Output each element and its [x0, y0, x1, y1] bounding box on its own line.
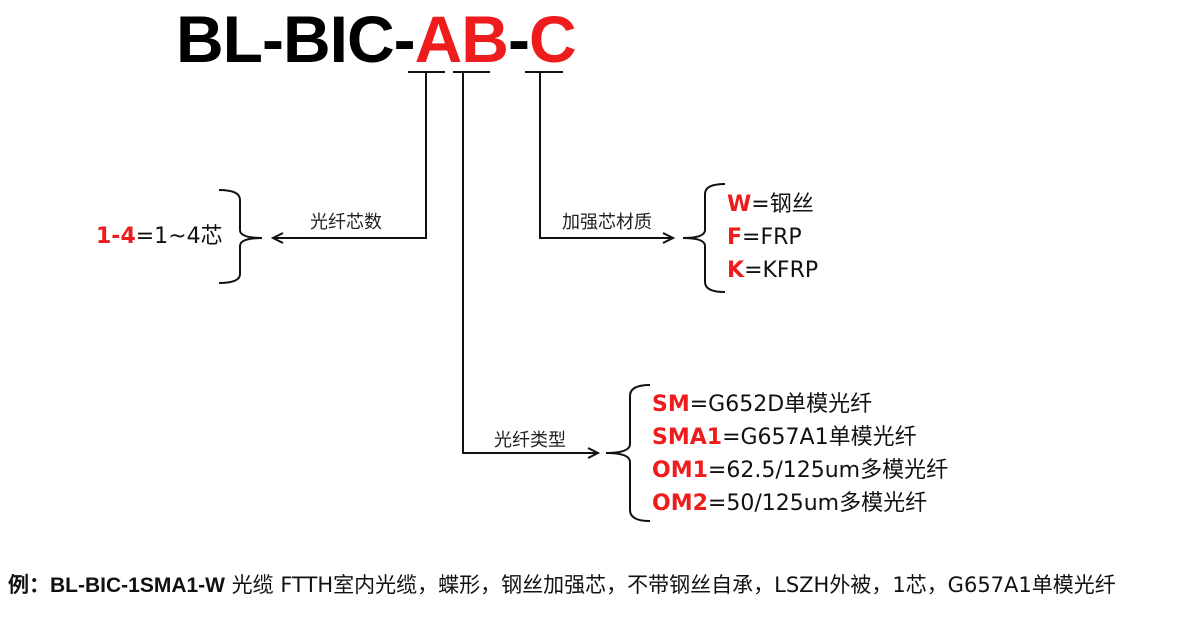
list-item: OM2=50/125um多模光纤 — [652, 487, 948, 520]
option-code: 1-4 — [96, 224, 136, 249]
fiber-count-option: 1-4=1~4芯 — [96, 220, 223, 253]
title-prefix: BL-BIC- — [176, 2, 416, 76]
connector-fiber-type — [462, 73, 598, 454]
option-code: W — [727, 192, 752, 217]
option-text: =1~4芯 — [135, 224, 223, 249]
brace-fiber-type — [605, 384, 651, 522]
arrowhead-fiber-type — [587, 447, 601, 459]
brace-fiber-count — [218, 189, 263, 284]
list-item: SMA1=G657A1单模光纤 — [652, 421, 948, 454]
option-text: =62.5/125um多模光纤 — [707, 458, 949, 483]
option-text: =G657A1单模光纤 — [722, 425, 917, 450]
list-item: K=KFRP — [727, 254, 818, 287]
option-code: OM1 — [652, 458, 708, 483]
title-part-b: B — [461, 2, 509, 76]
option-code: SMA1 — [652, 425, 723, 450]
label-fiber-type: 光纤类型 — [494, 430, 566, 451]
option-text: =G652D单模光纤 — [689, 392, 873, 417]
example-description: 光缆 FTTH室内光缆，蝶形，钢丝加强芯，不带钢丝自承，LSZH外被，1芯，G6… — [224, 573, 1116, 597]
example-model: BL-BIC-1SMA1-W — [50, 574, 225, 597]
option-text: =FRP — [742, 225, 802, 250]
option-code: K — [727, 258, 745, 283]
option-code: OM2 — [652, 491, 708, 516]
strength-option-list: W=钢丝 F=FRP K=KFRP — [727, 188, 818, 287]
title-part-c: C — [528, 2, 577, 76]
connector-fiber-count — [273, 73, 427, 239]
connector-strength — [539, 73, 673, 239]
list-item: SM=G652D单模光纤 — [652, 388, 948, 421]
fiber-type-option-list: SM=G652D单模光纤 SMA1=G657A1单模光纤 OM1=62.5/12… — [652, 388, 948, 520]
arrowhead-strength — [662, 232, 676, 244]
option-code: F — [727, 225, 743, 250]
list-item: W=钢丝 — [727, 188, 818, 221]
label-fiber-count: 光纤芯数 — [310, 212, 382, 233]
example-prefix: 例： — [8, 574, 50, 597]
list-item: OM1=62.5/125um多模光纤 — [652, 454, 948, 487]
list-item: F=FRP — [727, 221, 818, 254]
example-caption: 例：BL-BIC-1SMA1-W 光缆 FTTH室内光缆，蝶形，钢丝加强芯，不带… — [8, 570, 1184, 601]
option-code: SM — [652, 392, 690, 417]
option-text: =50/125um多模光纤 — [707, 491, 928, 516]
option-text: =KFRP — [744, 258, 819, 283]
arrowhead-fiber-count — [270, 232, 284, 244]
title-separator: - — [507, 2, 530, 76]
option-text: =钢丝 — [751, 192, 814, 217]
brace-strength — [682, 183, 726, 293]
model-code-title: BL-BIC-AB-C — [176, 0, 577, 78]
label-strength-member: 加强芯材质 — [562, 212, 652, 233]
title-part-a: A — [414, 2, 463, 76]
